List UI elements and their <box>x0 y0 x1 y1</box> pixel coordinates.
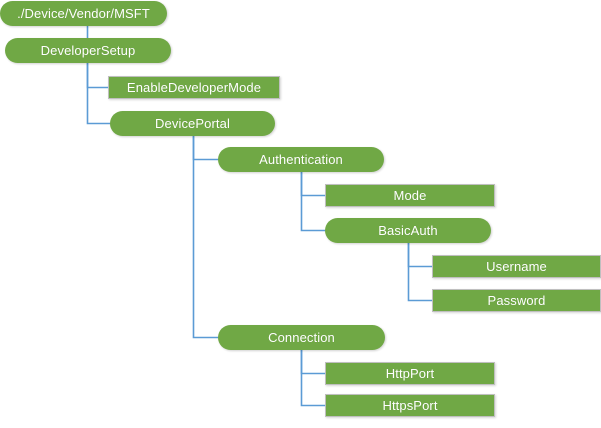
node-connection[interactable]: Connection <box>218 325 385 350</box>
node-device-portal[interactable]: DevicePortal <box>110 111 275 136</box>
connector-basic-auth-to-password <box>407 242 433 302</box>
node-label-password: Password <box>487 293 546 308</box>
node-password[interactable]: Password <box>432 289 601 312</box>
node-label-http-port: HttpPort <box>385 366 435 381</box>
node-label-username: Username <box>486 259 547 274</box>
node-label-https-port: HttpsPort <box>382 398 438 413</box>
connector-developer-setup-to-device-portal <box>86 62 111 125</box>
connector-authentication-to-mode <box>300 171 326 197</box>
connector-basic-auth-to-username <box>407 242 433 268</box>
connector-connection-to-https-port <box>300 349 326 407</box>
node-authentication[interactable]: Authentication <box>218 147 384 172</box>
node-username[interactable]: Username <box>432 255 601 278</box>
node-label-mode: Mode <box>393 188 427 203</box>
connector-connection-to-http-port <box>300 349 326 375</box>
node-label-device-portal: DevicePortal <box>155 116 230 131</box>
node-enable-developer-mode[interactable]: EnableDeveloperMode <box>108 76 280 99</box>
connector-authentication-to-basic-auth <box>300 171 326 232</box>
node-https-port[interactable]: HttpsPort <box>325 394 495 417</box>
connector-developer-setup-to-enable-developer-mode <box>86 62 109 89</box>
node-label-connection: Connection <box>268 330 335 345</box>
node-developer-setup[interactable]: DeveloperSetup <box>5 38 171 63</box>
node-label-root: ./Device/Vendor/MSFT <box>17 6 150 21</box>
node-mode[interactable]: Mode <box>325 184 495 207</box>
node-basic-auth[interactable]: BasicAuth <box>325 218 491 243</box>
connector-device-portal-to-connection <box>192 135 219 339</box>
node-label-authentication: Authentication <box>259 152 343 167</box>
node-label-developer-setup: DeveloperSetup <box>40 43 136 58</box>
node-root[interactable]: ./Device/Vendor/MSFT <box>0 1 167 26</box>
node-label-enable-developer-mode: EnableDeveloperMode <box>126 80 262 95</box>
connector-device-portal-to-authentication <box>192 135 219 161</box>
node-http-port[interactable]: HttpPort <box>325 362 495 385</box>
node-label-basic-auth: BasicAuth <box>378 223 438 238</box>
